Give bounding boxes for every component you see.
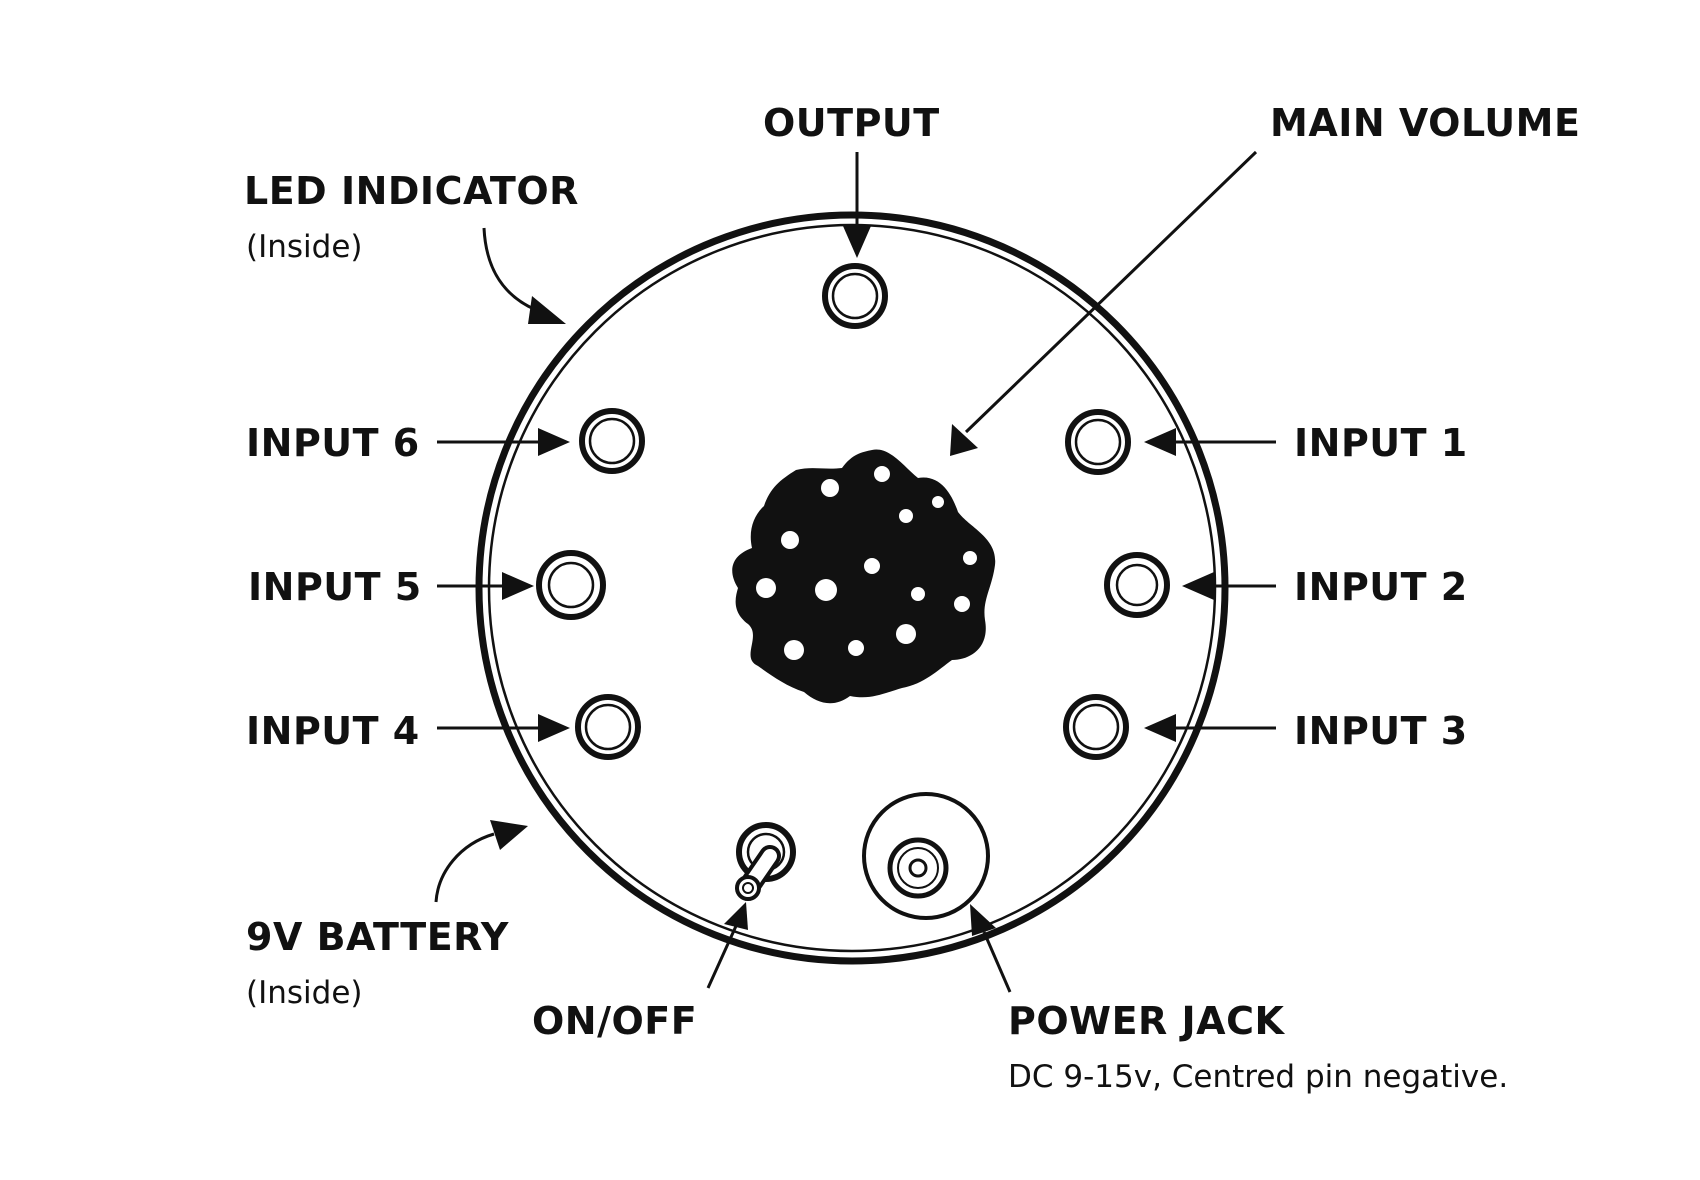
battery-label: 9V BATTERY [246, 915, 509, 959]
input4-label: INPUT 4 [246, 709, 420, 753]
main-volume-leader [964, 150, 1258, 434]
power-jack-note: DC 9-15v, Centred pin negative. [1008, 1059, 1509, 1095]
battery-leader [434, 832, 495, 903]
power-jack-socket[interactable] [862, 792, 990, 920]
on-off-label: ON/OFF [532, 999, 698, 1043]
leader-lines [434, 150, 1276, 993]
power-jack-label: POWER JACK [1008, 999, 1285, 1043]
led-indicator-label: LED INDICATOR [244, 169, 579, 213]
input3-jack[interactable] [1063, 694, 1129, 760]
input1-jack[interactable] [1065, 409, 1131, 475]
battery-note: (Inside) [246, 975, 363, 1011]
led-indicator-arrowhead [528, 296, 566, 324]
led-indicator-leader [482, 227, 537, 312]
input6-label: INPUT 6 [246, 421, 420, 465]
input1-arrowhead [1144, 428, 1176, 456]
input6-arrowhead [538, 428, 570, 456]
power-jack-arrowhead [970, 904, 996, 936]
on-off-leader [706, 925, 738, 989]
on-off-arrowhead [724, 902, 748, 930]
output-arrowhead [843, 226, 871, 258]
led-indicator-note: (Inside) [246, 229, 363, 265]
main-volume-knob[interactable] [732, 449, 996, 704]
input6-jack[interactable] [579, 408, 645, 474]
input5-label: INPUT 5 [248, 565, 422, 609]
input4-arrowhead [538, 714, 570, 742]
main-volume-label: MAIN VOLUME [1270, 101, 1581, 145]
output-jack[interactable] [822, 263, 888, 329]
main-volume-arrowhead [950, 424, 978, 456]
enclosure-outline [475, 211, 1229, 965]
input2-label: INPUT 2 [1294, 565, 1468, 609]
power-jack-leader [982, 931, 1012, 993]
input5-arrowhead [502, 572, 534, 600]
input3-label: INPUT 3 [1294, 709, 1468, 753]
on-off-toggle-switch[interactable] [735, 822, 796, 901]
input2-jack[interactable] [1104, 552, 1170, 618]
battery-arrowhead [490, 820, 528, 850]
input2-arrowhead [1182, 572, 1214, 600]
input1-label: INPUT 1 [1294, 421, 1468, 465]
input4-jack[interactable] [575, 694, 641, 760]
input3-arrowhead [1144, 714, 1176, 742]
input5-jack[interactable] [536, 550, 606, 620]
output-label: OUTPUT [763, 101, 940, 145]
